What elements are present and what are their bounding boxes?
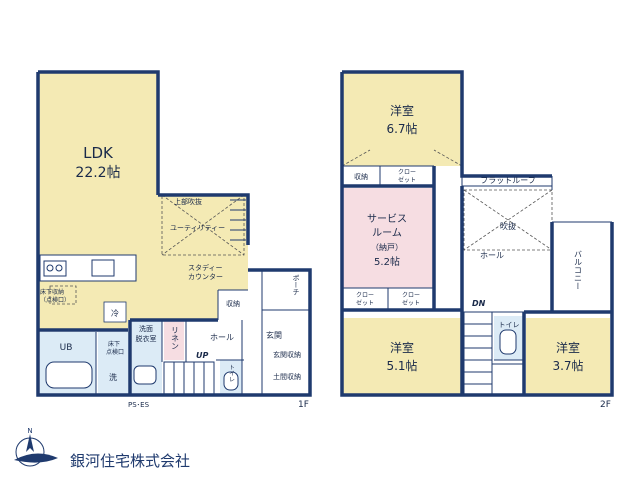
fridge-label: 冷 (111, 308, 119, 318)
toilet-1f-label: トイレ (228, 364, 235, 382)
study-label-2: カウンター (188, 272, 223, 281)
underfloor-label-2: （点検口） (40, 296, 70, 304)
storage-1f-label: 収納 (226, 299, 240, 308)
entrance-storage-label: 玄関収納 (273, 350, 301, 359)
up-label: UP (196, 351, 208, 360)
closet2-label-a: クロー (356, 292, 374, 299)
underfloor-label-1: 床下収納 (40, 288, 64, 296)
underfloor-storage-hatch (49, 285, 77, 305)
floor2-plan: 洋室 6.7帖 収納 クロー ゼット フラットルーフ サービス ルーム （納戸）… (340, 70, 614, 410)
company-logo-icon (14, 453, 58, 463)
sink-icon (91, 259, 115, 277)
stairs-1f (163, 361, 215, 395)
hall-1f-label: ホール (210, 333, 234, 342)
hall-2f-label: ホール (480, 251, 504, 260)
room2-size: 5.1帖 (386, 358, 417, 373)
balcony-label: バルコニー (574, 250, 583, 290)
linen-label: リネン (171, 326, 180, 350)
dirt-storage-label: 土間収納 (273, 372, 301, 381)
flat-roof-label: フラットルーフ (480, 176, 536, 185)
toilet-2f-label: トイレ (499, 321, 520, 329)
void-outline (463, 189, 553, 251)
room3-size: 3.7帖 (552, 358, 583, 373)
room1-area (342, 72, 462, 166)
bathtub-icon (45, 361, 93, 389)
storage-2f-label: 収納 (354, 172, 368, 181)
ldk-area (38, 72, 248, 330)
toilet2-icon (499, 329, 517, 355)
dn-label: DN (472, 299, 486, 308)
porch-label: ポーチ (292, 275, 300, 296)
inspection-label-2: 点検口 (106, 348, 124, 356)
washbasin-icon (133, 365, 157, 385)
svg-text:N: N (27, 427, 32, 435)
closet3-label-b: ゼット (402, 299, 420, 307)
wall-2f-b (340, 72, 614, 397)
service-size: 5.2帖 (374, 255, 400, 268)
closet2-label-b: ゼット (356, 299, 374, 307)
toilet1-icon (223, 371, 239, 391)
service-label-2: ルーム (372, 227, 402, 239)
room2-area (342, 318, 462, 394)
fridge-icon (103, 301, 127, 323)
closet1-label-a: クロー (398, 169, 416, 176)
closet3-label-a: クロー (402, 292, 420, 299)
inspection-label-1: 床下 (108, 340, 120, 348)
utility-label: ユーティリティー (170, 224, 225, 232)
wall-1f-c (36, 72, 312, 397)
ldk-name: LDK (83, 144, 114, 162)
service-label-3: （納戸） (371, 242, 403, 252)
ps-es-label: PS･ES (128, 401, 150, 409)
compass-icon: N (15, 427, 45, 467)
room1-size: 6.7帖 (386, 121, 417, 136)
wall-1f-b (158, 193, 250, 245)
service-room-area (342, 188, 434, 288)
closet1-label-b: ゼット (398, 176, 416, 184)
linen-area (164, 320, 184, 360)
upper-void-label: 上部吹抜 (174, 197, 202, 206)
washroom-label-1: 洗面 (139, 324, 153, 333)
wash-label: 洗 (109, 372, 117, 382)
ub-label: UB (60, 343, 73, 353)
study-label-1: スタディー (188, 263, 223, 272)
wall-2f-a (342, 70, 552, 178)
floor1-plan: LDK 22.2帖 上部吹抜 ユーティリティー スタディー カウンター 床下収納… (36, 70, 312, 410)
room3-area (526, 318, 610, 394)
inspection-area (98, 332, 130, 394)
washroom-label-2: 脱衣室 (136, 334, 157, 343)
company-name: 銀河住宅株式会社 (70, 452, 190, 470)
void-label: 吹抜 (500, 221, 516, 231)
floor1-label: 1F (298, 400, 309, 410)
room2-name: 洋室 (390, 340, 414, 355)
wall-1f-a (38, 70, 160, 195)
room3-name: 洋室 (556, 340, 580, 355)
floor2-label: 2F (600, 400, 611, 410)
stair-lines (230, 199, 246, 241)
entrance-label: 玄関 (266, 330, 282, 340)
ldk-size: 22.2帖 (75, 165, 120, 181)
service-label-1: サービス (367, 213, 407, 225)
room1-name: 洋室 (390, 103, 414, 118)
